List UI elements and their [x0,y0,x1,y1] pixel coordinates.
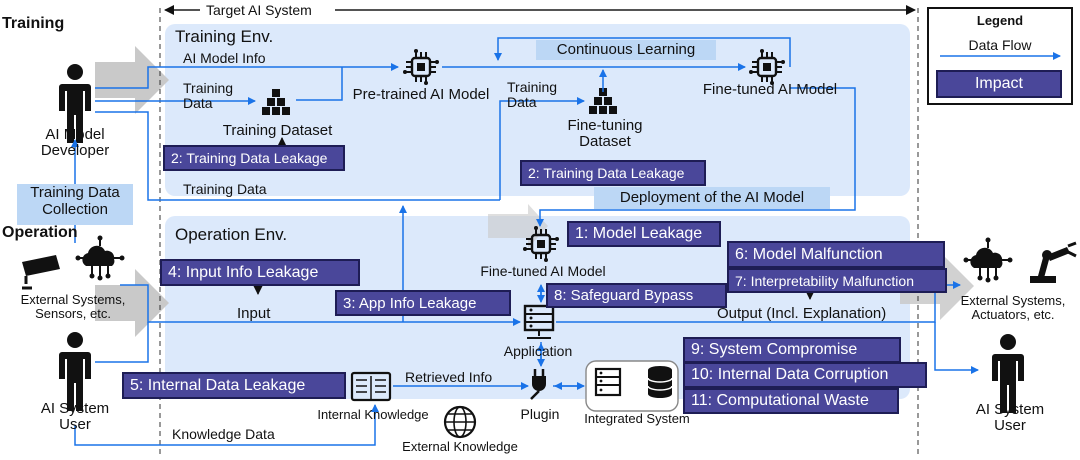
output-label: Output (Incl. Explanation) [717,305,887,322]
finetuned-model-op-label: Fine-tuned AI Model [480,263,606,279]
impact-system-compromise: 9: System Compromise [683,337,901,363]
impact-model-leakage: 1: Model Leakage [567,221,721,247]
internal-knowledge-label: Internal Knowledge [317,407,429,422]
integrated-server-icon [594,367,622,397]
application-server-icon [523,304,555,339]
knowledge-data-label: Knowledge Data [172,426,275,442]
impact-interpretability-malfunction: 7: Interpretability Malfunction [727,268,947,293]
impact-model-malfunction: 6: Model Malfunction [727,241,945,268]
training-phase-label: Training [2,15,65,32]
deployment-label: Deployment of the AI Model [594,187,830,209]
plugin-icon [530,369,546,400]
impact-computational-waste: 11: Computational Waste [683,388,899,414]
pretrained-model-label: Pre-trained AI Model [352,86,490,103]
robot-arm-icon [1030,241,1077,283]
finetuned-model-top-label: Fine-tuned AI Model [702,81,838,98]
external-knowledge-label: External Knowledge [402,439,518,454]
camera-icon [22,255,60,290]
impact-internal-data-corruption: 10: Internal Data Corruption [683,362,927,388]
legend-impact-box: Impact [936,70,1062,98]
external-sensor-net-icon [74,234,126,282]
training-env-label: Training Env. [175,27,274,46]
integrated-system-label: Integrated System [584,411,690,426]
impact-internal-data-leakage: 5: Internal Data Leakage [122,372,346,399]
impact-app-info-leakage: 3: App Info Leakage [335,290,511,316]
ai-model-info-label: AI Model Info [183,50,266,66]
impact-input-info-leakage: 4: Input Info Leakage [160,259,360,286]
input-label: Input [237,305,271,322]
plugin-label: Plugin [520,406,560,422]
training-data-bottom-label: Training Data [183,181,267,197]
external-actuators-label: External Systems,Actuators, etc. [960,293,1066,322]
impact-training-data-leakage-a: 2: Training Data Leakage [163,145,345,171]
external-sensors-label: External Systems,Sensors, etc. [20,292,126,321]
external-knowledge-globe-icon [443,405,477,439]
internal-knowledge-book-icon [350,371,392,402]
operation-phase-label: Operation [2,224,78,241]
target-system-label: Target AI System [206,2,312,18]
external-actuator-net-icon [962,236,1014,284]
legend-title: Legend [976,13,1024,28]
impact-safeguard-bypass: 8: Safeguard Bypass [546,283,727,308]
continuous-learning-label: Continuous Learning [536,40,716,60]
legend-data-flow-label: Data Flow [968,37,1032,53]
training-dataset-label: Training Dataset [222,122,333,139]
database-icon [647,366,673,398]
impact-pointers [253,137,815,300]
retrieved-info-label: Retrieved Info [405,369,493,385]
operation-env-label: Operation Env. [175,225,288,244]
impact-training-data-leakage-b: 2: Training Data Leakage [520,160,706,186]
application-label: Application [503,343,573,359]
